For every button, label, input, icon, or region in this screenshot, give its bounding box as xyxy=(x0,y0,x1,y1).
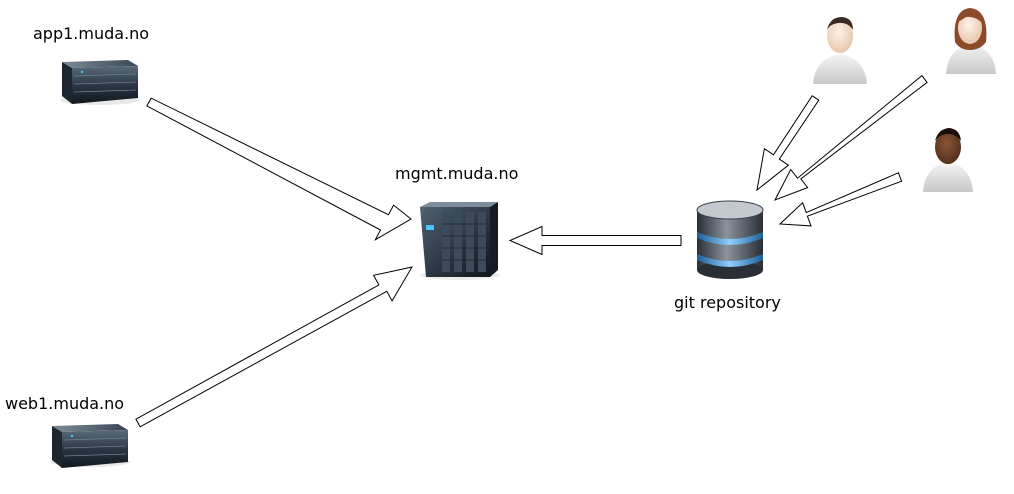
user-male-icon xyxy=(813,17,867,84)
web1-server-icon xyxy=(50,424,130,468)
user-male-dark-icon xyxy=(923,128,973,192)
web1-label: web1.muda.no xyxy=(5,394,125,413)
user-female-icon xyxy=(946,8,996,74)
arrow-git-to-mgmt xyxy=(508,225,682,256)
mgmt-label: mgmt.muda.no xyxy=(395,164,519,183)
arrow-user2-to-git xyxy=(773,74,928,201)
arrow-web1-to-mgmt xyxy=(135,266,414,428)
arrow-user1-to-git xyxy=(756,95,820,192)
git-database-icon xyxy=(696,200,764,279)
app1-server-icon xyxy=(60,60,140,105)
app1-label: app1.muda.no xyxy=(33,24,150,43)
mgmt-server-icon xyxy=(420,202,500,280)
git-repository-label: git repository xyxy=(674,293,781,312)
arrow-user3-to-git xyxy=(778,172,903,227)
arrow-app1-to-mgmt xyxy=(146,97,412,242)
